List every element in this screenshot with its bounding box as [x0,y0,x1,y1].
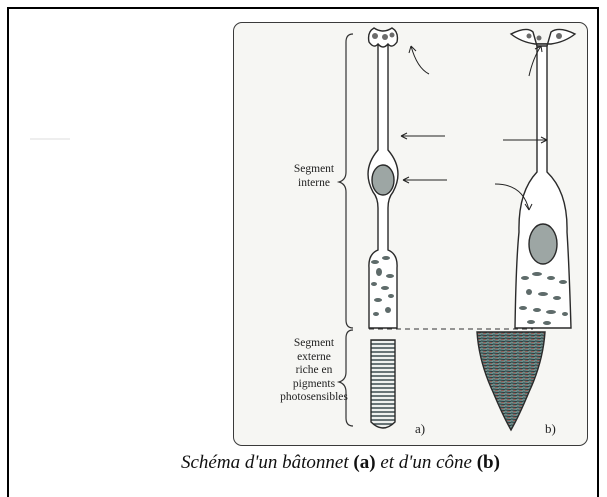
cone-inner-segment [515,44,571,328]
cone-outer-segment [477,332,545,430]
rod-cell [368,28,398,428]
rod-nucleus [372,165,394,195]
cone-cell [477,29,575,430]
scan-smudge [30,138,70,140]
figure-caption: Schéma d'un bâtonnet (a) et d'un cône (b… [181,452,500,474]
inner-segment-label: Segment interne [282,163,346,190]
cone-nucleus [529,224,557,264]
rod-marker-label: a) [415,421,425,437]
cone-marker-label: b) [545,421,556,437]
rod-outer-segment [371,340,395,428]
pointer-arrows [401,46,547,210]
outer-segment-label: Segment externe riche en pigments photos… [275,337,353,405]
cone-pedicle [511,29,575,46]
